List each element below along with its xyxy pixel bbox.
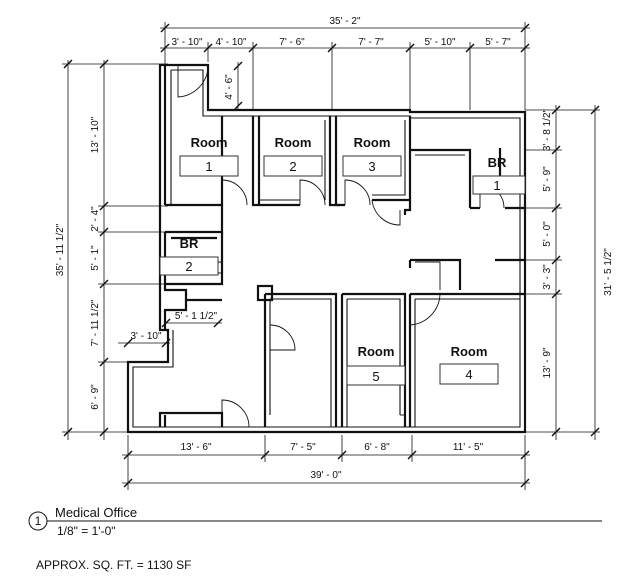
dim-top-seg-3: 7' - 6" xyxy=(279,37,305,48)
room-label: BR xyxy=(488,155,507,170)
room-tag-br-2: BR 2 xyxy=(159,236,219,276)
dim-top-seg-6: 5' - 7" xyxy=(485,37,511,48)
room-label: BR xyxy=(180,236,199,251)
dim-interior-b: 3' - 10" xyxy=(130,331,161,342)
room-number: 2 xyxy=(185,259,192,274)
room-tag-br-1: BR 1 xyxy=(472,155,526,195)
dim-bottom-overall: 39' - 0" xyxy=(310,470,341,481)
room-number: 4 xyxy=(465,367,472,382)
dim-left-overall: 35' - 11 1/2" xyxy=(55,223,66,276)
drawing-scale: 1/8" = 1'-0" xyxy=(57,524,116,538)
dim-right-overall: 31' - 5 1/2" xyxy=(603,248,614,296)
dim-top-seg-4: 7' - 7" xyxy=(358,37,384,48)
dim-top-small: 4' - 6" xyxy=(224,74,235,100)
dim-left-seg-4: 7' - 11 1/2" xyxy=(90,299,101,346)
area-note: APPROX. SQ. FT. = 1130 SF xyxy=(36,558,192,572)
room-tag-2: Room 2 xyxy=(263,135,323,177)
room-number: 1 xyxy=(205,159,212,174)
dim-left-seg-3: 5' - 1" xyxy=(90,245,101,271)
dim-top-seg-1: 3' - 10" xyxy=(171,37,202,48)
room-label: Room xyxy=(275,135,312,150)
walls xyxy=(126,63,527,434)
dim-bottom-seg-1: 13' - 6" xyxy=(180,442,211,453)
dim-interior-a: 5' - 1 1/2" xyxy=(175,311,218,322)
room-label: Room xyxy=(451,344,488,359)
dim-right-seg-3: 5' - 0" xyxy=(542,221,553,247)
room-tag-4: Room 4 xyxy=(439,344,499,385)
room-tag-1: Room 1 xyxy=(179,135,239,177)
room-tag-3: Room 3 xyxy=(342,135,402,177)
dimension-lines xyxy=(62,22,600,490)
view-number: 1 xyxy=(35,514,42,528)
dim-bottom-seg-4: 11' - 5" xyxy=(453,442,484,453)
dim-left-seg-5: 6' - 9" xyxy=(90,384,101,410)
dim-right-seg-5: 13' - 9" xyxy=(542,347,553,378)
dim-top-seg-2: 4' - 10" xyxy=(215,37,246,48)
dim-bottom-seg-3: 6' - 8" xyxy=(364,442,390,453)
dim-right-seg-4: 3' - 3" xyxy=(542,264,553,290)
dim-top-overall: 35' - 2" xyxy=(329,16,360,27)
drawing-title-block: 1 Medical Office 1/8" = 1'-0" xyxy=(28,505,602,538)
room-label: Room xyxy=(354,135,391,150)
dim-bottom-seg-2: 7' - 5" xyxy=(290,442,316,453)
dim-left-seg-2: 2' - 4" xyxy=(90,206,101,232)
dim-right-seg-2: 5' - 9" xyxy=(542,166,553,192)
room-label: Room xyxy=(358,344,395,359)
room-number: 5 xyxy=(372,369,379,384)
dimension-text: 35' - 2" 3' - 10" 4' - 10" 7' - 6" 7' - … xyxy=(55,16,614,481)
room-label: Room xyxy=(191,135,228,150)
room-number: 1 xyxy=(493,178,500,193)
dim-right-seg-1: 3' - 8 1/2" xyxy=(542,108,553,151)
dim-left-seg-1: 13' - 10" xyxy=(90,116,101,153)
room-number: 2 xyxy=(289,159,296,174)
drawing-title: Medical Office xyxy=(55,505,137,520)
room-number: 3 xyxy=(368,159,375,174)
room-tag-5: Room 5 xyxy=(346,344,406,386)
dim-top-seg-5: 5' - 10" xyxy=(424,37,455,48)
